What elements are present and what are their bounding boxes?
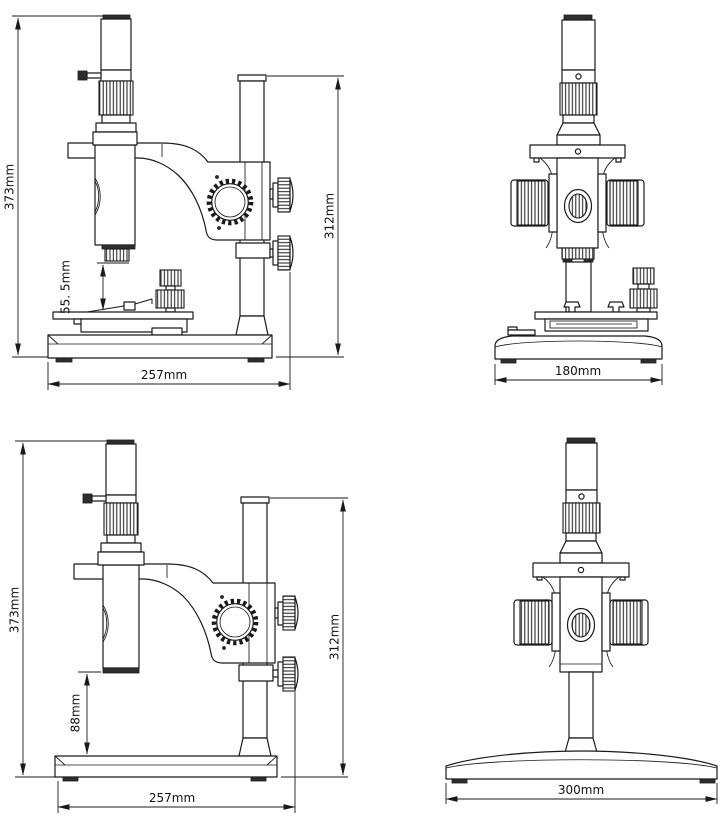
dim-label-base-width: 257mm — [141, 368, 187, 382]
screw-hole — [575, 73, 582, 80]
lock-screw — [77, 70, 88, 81]
dim-overall-height: 373mm — [8, 440, 107, 778]
screw-dot — [222, 646, 226, 650]
foot — [62, 776, 79, 782]
base — [47, 334, 273, 363]
view-side-with-stage: 373mm 55. 5mm 257mm 312mm — [3, 14, 344, 390]
stand-column — [238, 496, 272, 757]
focus-knob-lower — [238, 656, 299, 692]
foot — [699, 778, 716, 784]
specimen-clip — [86, 298, 153, 313]
eyepiece-tube — [77, 14, 138, 146]
foot — [500, 358, 517, 364]
dim-label-column-height: 312mm — [328, 614, 342, 660]
eyepiece-tube — [556, 14, 601, 146]
stand-column — [563, 671, 599, 757]
focus-knob-right — [609, 599, 649, 646]
dim-label-column-height: 312mm — [323, 193, 337, 239]
dim-base-width: 300mm — [445, 783, 718, 804]
foot — [247, 357, 265, 363]
illuminator-window — [563, 188, 593, 224]
base — [54, 755, 278, 782]
focus-knob-left — [510, 179, 549, 227]
screw-dot — [217, 226, 221, 230]
focus-knob-left — [513, 599, 553, 646]
screw-hole — [574, 148, 582, 155]
foot — [55, 357, 73, 363]
dim-label-working-distance: 55. 5mm — [59, 260, 73, 314]
view-front-with-stage: 180mm — [494, 14, 663, 385]
view-front-plain-base: 300mm — [445, 437, 718, 804]
dim-base-width: 257mm — [57, 692, 296, 813]
arm-and-head — [67, 142, 271, 241]
view-side-without-stage: 373mm 88mm 257mm 312mm — [8, 439, 348, 813]
objective-lens — [104, 248, 130, 262]
stage-knob-lower — [155, 289, 185, 309]
stage — [507, 267, 658, 336]
dim-working-distance: 55. 5mm — [59, 260, 129, 314]
dim-base-width: 257mm — [47, 272, 291, 390]
objective-lens — [561, 247, 595, 260]
focus-knob-lower — [235, 235, 294, 271]
focus-knob-upper — [269, 177, 294, 213]
head-body — [513, 576, 649, 673]
stage — [52, 269, 194, 336]
dim-column-height: 312mm — [270, 497, 348, 778]
foot — [250, 776, 267, 782]
lock-screw — [82, 493, 93, 504]
screw-dot — [215, 175, 219, 179]
focus-ring — [559, 82, 598, 116]
dim-label-working-distance: 88mm — [69, 694, 83, 733]
screw-hole — [578, 493, 585, 500]
dim-base-width: 180mm — [494, 364, 663, 385]
stage-knob — [629, 267, 658, 313]
stage-bolt — [607, 301, 625, 313]
ring-light-mount — [211, 598, 259, 646]
dim-label-overall-height: 373mm — [3, 164, 17, 210]
head-body — [510, 157, 645, 263]
focus-knob-right — [606, 179, 645, 227]
illuminator-window — [566, 607, 596, 643]
focus-ring — [562, 502, 601, 534]
eyepiece-tube — [82, 439, 145, 566]
ring-light-mount — [206, 178, 254, 226]
focus-ring — [103, 502, 139, 536]
dim-label-base-width: 180mm — [555, 364, 601, 378]
dim-label-base-width: 300mm — [558, 783, 604, 797]
body-tube — [102, 564, 140, 674]
screw-hole — [577, 566, 585, 574]
dim-column-height: 312mm — [267, 75, 344, 358]
arm-and-head — [73, 563, 276, 664]
foot — [640, 358, 657, 364]
dim-label-base-width: 257mm — [149, 791, 195, 805]
stage-knob — [159, 269, 182, 287]
dim-overall-height: 373mm — [3, 15, 103, 358]
dim-label-overall-height: 373mm — [8, 587, 22, 633]
eyepiece-tube — [559, 437, 603, 564]
foot — [451, 778, 468, 784]
base — [494, 335, 663, 364]
focus-ring — [98, 80, 134, 116]
dim-working-distance: 88mm — [69, 671, 101, 755]
base — [445, 750, 718, 784]
screw-dot — [220, 595, 224, 599]
focus-knob-upper — [274, 595, 299, 631]
body-tube — [94, 144, 136, 262]
stage-bolt — [563, 301, 581, 313]
